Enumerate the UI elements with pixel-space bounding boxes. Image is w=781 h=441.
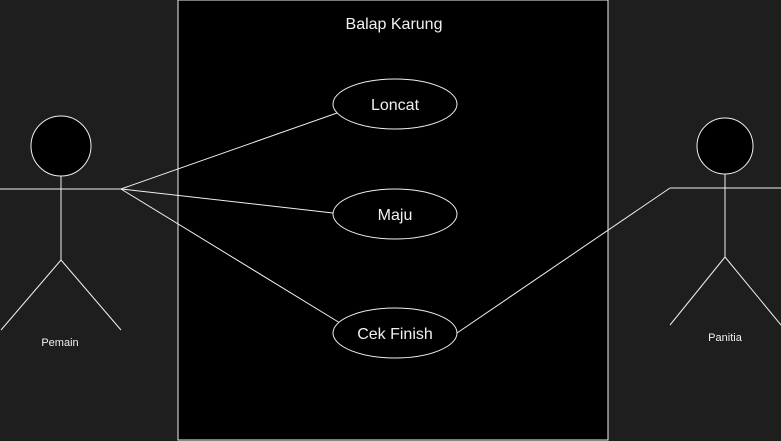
actor-head [696, 117, 754, 175]
actor-left-leg [669, 256, 726, 326]
actor-label-pemain: Pemain [41, 337, 78, 349]
system-title: Balap Karung [346, 16, 443, 33]
association-panitia-cek-finish [456, 187, 671, 334]
actor-label-panitia: Panitia [708, 332, 743, 344]
actor-pemain[interactable] [0, 115, 122, 331]
use-case-label: Loncat [371, 97, 420, 114]
use-case-loncat[interactable]: Loncat [332, 78, 458, 130]
use-case-label: Cek Finish [357, 326, 433, 343]
actor-right-leg [724, 256, 781, 326]
use-case-cek-finish[interactable]: Cek Finish [332, 307, 458, 359]
use-case-maju[interactable]: Maju [332, 188, 458, 240]
actor-left-leg [0, 259, 62, 331]
association-pemain-maju [120, 188, 334, 214]
use-case-label: Maju [378, 207, 413, 224]
actor-right-leg [60, 259, 122, 331]
association-pemain-cek-finish [120, 188, 341, 324]
actor-panitia[interactable] [669, 117, 781, 326]
actor-head [30, 115, 92, 177]
association-pemain-loncat [120, 112, 338, 190]
